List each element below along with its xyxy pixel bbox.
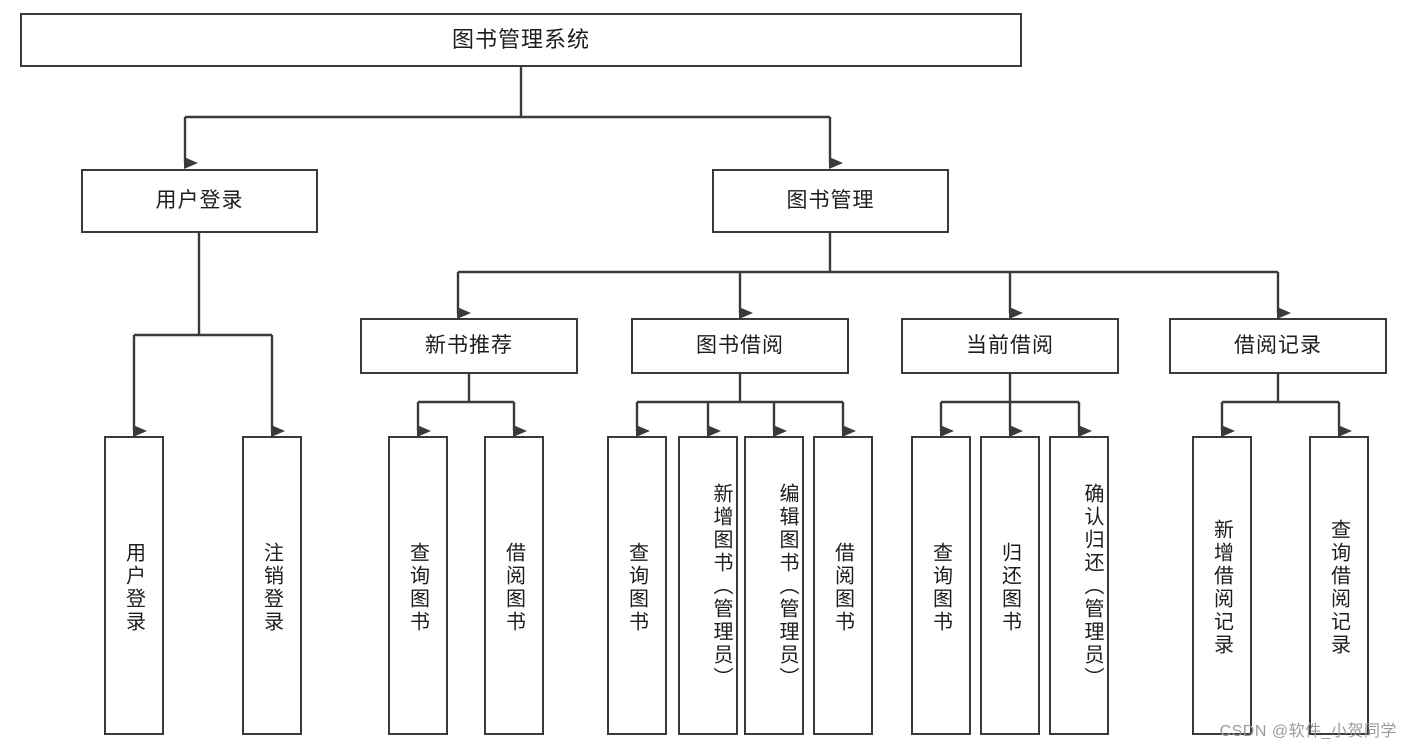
node-label: 借阅图书: [502, 541, 525, 634]
node-label: 图书管理系统: [451, 26, 590, 52]
leaf-current-return-book[interactable]: 归还图书: [980, 436, 1040, 735]
node-label: 借阅记录: [1234, 334, 1322, 358]
leaf-borrow-edit-book-admin[interactable]: 编辑图书（管理员）: [744, 436, 804, 735]
node-label: 查询借阅记录: [1327, 518, 1350, 657]
node-book-borrow[interactable]: 图书借阅: [631, 318, 849, 374]
node-new-book-recommend[interactable]: 新书推荐: [360, 318, 578, 374]
node-user-login[interactable]: 用户登录: [81, 169, 318, 233]
node-label: 借阅图书: [831, 541, 854, 634]
leaf-current-query-book[interactable]: 查询图书: [911, 436, 971, 735]
leaf-borrow-borrow-book[interactable]: 借阅图书: [813, 436, 873, 735]
leaf-recommend-borrow-book[interactable]: 借阅图书: [484, 436, 544, 735]
leaf-user-login-do[interactable]: 用户登录: [104, 436, 164, 735]
node-label: 新增借阅记录: [1210, 518, 1233, 657]
node-book-management[interactable]: 图书管理: [712, 169, 949, 233]
watermark: CSDN @软件_小贺同学: [1219, 723, 1397, 740]
node-borrow-record[interactable]: 借阅记录: [1169, 318, 1387, 374]
node-label: 图书借阅: [696, 334, 784, 358]
leaf-record-add-record[interactable]: 新增借阅记录: [1192, 436, 1252, 735]
node-label: 用户登录: [155, 189, 244, 213]
leaf-current-confirm-return-admin[interactable]: 确认归还（管理员）: [1049, 436, 1109, 735]
node-label: 图书管理: [786, 189, 875, 213]
node-label: 查询图书: [929, 541, 952, 634]
node-label: 编辑图书（管理员）: [776, 483, 798, 690]
node-label: 查询图书: [625, 541, 648, 634]
node-label: 归还图书: [998, 541, 1021, 634]
leaf-borrow-add-book-admin[interactable]: 新增图书（管理员）: [678, 436, 738, 735]
leaf-recommend-query-book[interactable]: 查询图书: [388, 436, 448, 735]
node-root-system[interactable]: 图书管理系统: [20, 13, 1022, 67]
leaf-user-logout[interactable]: 注销登录: [242, 436, 302, 735]
node-label: 注销登录: [260, 541, 283, 634]
node-current-borrow[interactable]: 当前借阅: [901, 318, 1119, 374]
leaf-record-query-record[interactable]: 查询借阅记录: [1309, 436, 1369, 735]
node-label: 新书推荐: [425, 334, 513, 358]
node-label: 确认归还（管理员）: [1081, 483, 1103, 690]
node-label: 查询图书: [406, 541, 429, 634]
node-label: 当前借阅: [966, 334, 1054, 358]
node-label: 新增图书（管理员）: [710, 483, 732, 690]
leaf-borrow-query-book[interactable]: 查询图书: [607, 436, 667, 735]
node-label: 用户登录: [122, 541, 145, 634]
